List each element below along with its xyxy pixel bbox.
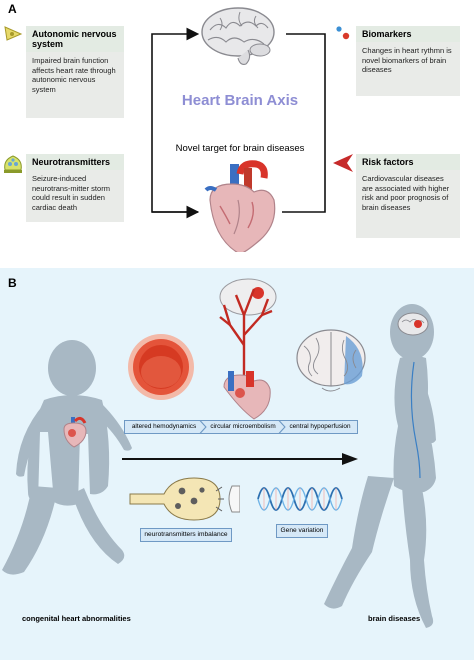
risk-arrow-icon [333,154,353,172]
flow-step-microembolism: circular microembolism [210,423,276,430]
panel-b-label: B [8,276,17,290]
heart-brain-axis-title: Heart Brain Axis [181,92,299,109]
autonomic-box: Autonomic nervous system Impaired brain … [26,26,124,118]
flow-step-hypoperfusion: central hypoperfusion [289,423,351,430]
panel-a-label: A [8,2,17,16]
gene-variation-label: Gene variation [276,524,328,538]
brain-section-icon [296,329,366,392]
flow-step-hemodynamics: altered hemodynamics [131,423,197,430]
child-heart-icon [63,416,87,448]
synapse-terminal-icon [129,477,240,521]
neuron-icon [4,26,23,41]
artery-icon [219,278,277,420]
risk-factors-title: Risk factors [356,154,460,170]
risk-factors-text: Cardiovascular diseases are associated w… [356,170,460,238]
dna-wave-icon [257,487,343,511]
congenital-heart-caption: congenital heart abnormalities [22,614,131,623]
brain-icon [201,7,275,65]
neurotransmitters-title: Neurotransmitters [26,154,124,170]
biomarker-dots-icon [336,26,350,40]
autonomic-title: Autonomic nervous system [26,26,124,52]
adult-brain-icon [397,312,429,336]
autonomic-text: Impaired brain function affects heart ra… [26,52,124,118]
flow-bar: altered hemodynamics circular microembol… [124,420,358,434]
biomarkers-title: Biomarkers [356,26,460,42]
heart-icon [204,160,276,252]
flow-chevrons [124,420,358,434]
progression-arrow [122,453,358,465]
vessel-cross-section-icon [128,334,194,400]
synapse-icon [4,155,22,173]
risk-factors-box: Risk factors Cardiovascular diseases are… [356,154,460,238]
neurotransmitters-imbalance-label: neurotransmitters imbalance [140,528,232,542]
biomarkers-text: Changes in heart rythmn is novel biomark… [356,42,460,96]
brain-diseases-caption: brain diseases [368,614,421,623]
heart-brain-axis-subtitle: Novel target for brain diseases [175,143,305,154]
child-silhouette [2,340,132,575]
biomarkers-box: Biomarkers Changes in heart rythmn is no… [356,26,460,96]
axis-loop-arrows [151,27,326,219]
neurotransmitters-text: Seizure-induced neurotrans-mitter storm … [26,170,124,222]
neurotransmitters-box: Neurotransmitters Seizure-induced neurot… [26,154,124,222]
